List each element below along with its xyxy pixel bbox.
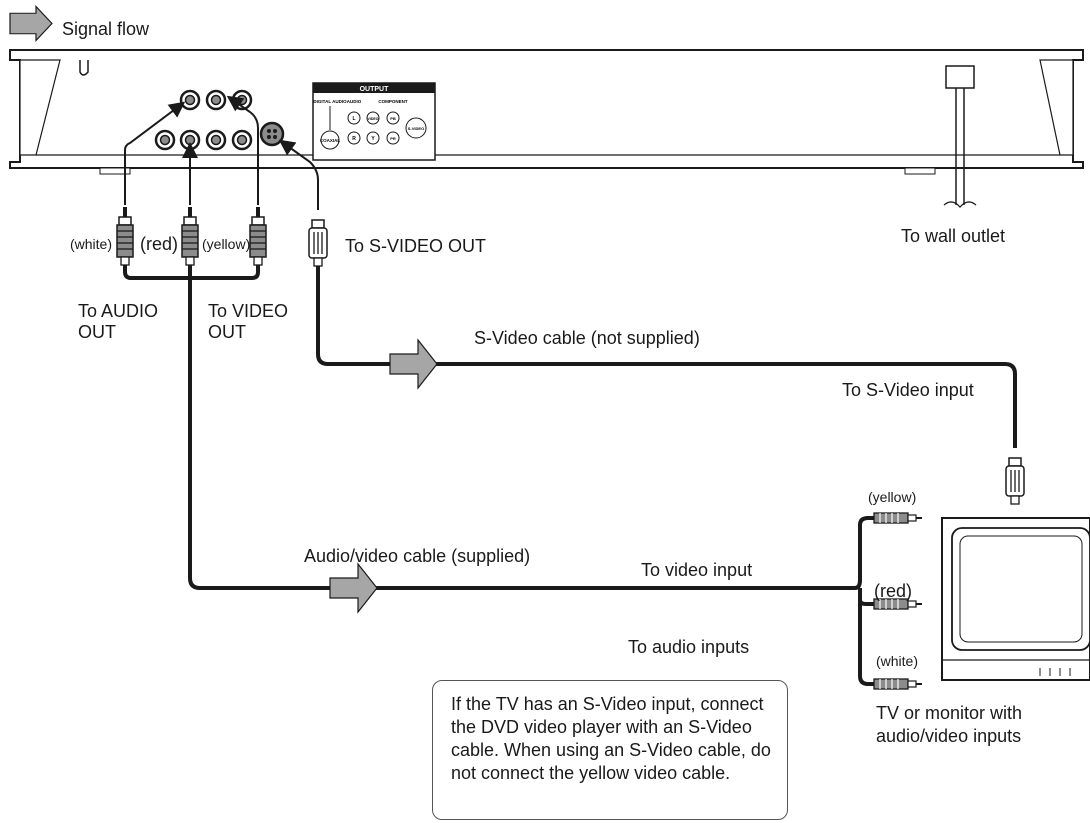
output-panel-title: OUTPUT [360,86,390,93]
to-video-out-label: To VIDEO OUT [208,301,289,342]
player-output-jacks [154,89,285,151]
panel-label-pr: PR [390,136,396,141]
panel-label-video: VIDEO [368,117,379,121]
av-flow-arrow [329,562,378,614]
tv-caption: TV or monitor with audio/video inputs [876,703,1023,746]
to-wall-outlet-label: To wall outlet [901,226,1006,246]
svideo-flow-arrow [389,338,438,390]
plug-label-red: (red) [140,234,179,254]
panel-label-y: Y [371,136,375,142]
tv-plug-label-red: (red) [874,581,913,601]
panel-label-audio: AUDIO [347,99,362,104]
svideo-plug-tv [1005,457,1025,505]
panel-label-coaxial: COAXIAL [320,138,341,143]
to-svideo-out-label: To S-VIDEO OUT [345,236,487,256]
cables [123,265,1017,686]
panel-label-svideo: S-VIDEO [408,126,424,131]
av-cable-label: Audio/video cable (supplied) [304,546,531,566]
white-audio-plug [116,206,134,266]
panel-label-component: COMPONENT [378,99,408,104]
signal-flow-legend-arrow [9,5,53,42]
to-audio-out-label: To AUDIO OUT [78,301,159,342]
dvd-player-rear [9,49,1084,208]
connection-arrows [124,95,319,210]
red-audio-plug [181,206,199,266]
note-text: If the TV has an S-Video input, connect … [451,694,771,783]
panel-label-digital-audio: DIGITAL AUDIO [313,99,347,104]
panel-label-l: L [352,116,355,122]
tv-monitor [941,517,1090,681]
tv-plug-label-yellow: (yellow) [868,489,917,505]
plug-label-yellow: (yellow) [202,236,251,252]
tv-plug-label-white: (white) [876,653,919,669]
to-video-input-label: To video input [641,560,753,580]
svideo-cable-label: S-Video cable (not supplied) [474,328,700,348]
plug-label-white: (white) [70,236,113,252]
to-svideo-input-label: To S-Video input [842,380,974,400]
panel-label-r: R [352,136,356,142]
panel-label-pb: PB [390,116,396,121]
to-audio-inputs-label: To audio inputs [628,637,750,657]
note-box: If the TV has an S-Video input, connect … [432,680,788,820]
output-panel: OUTPUT DIGITAL AUDIO AUDIO COMPONENT COA… [312,82,436,161]
svideo-plug-player [308,219,328,267]
signal-flow-label: Signal flow [62,19,150,39]
yellow-video-plug [249,206,267,266]
